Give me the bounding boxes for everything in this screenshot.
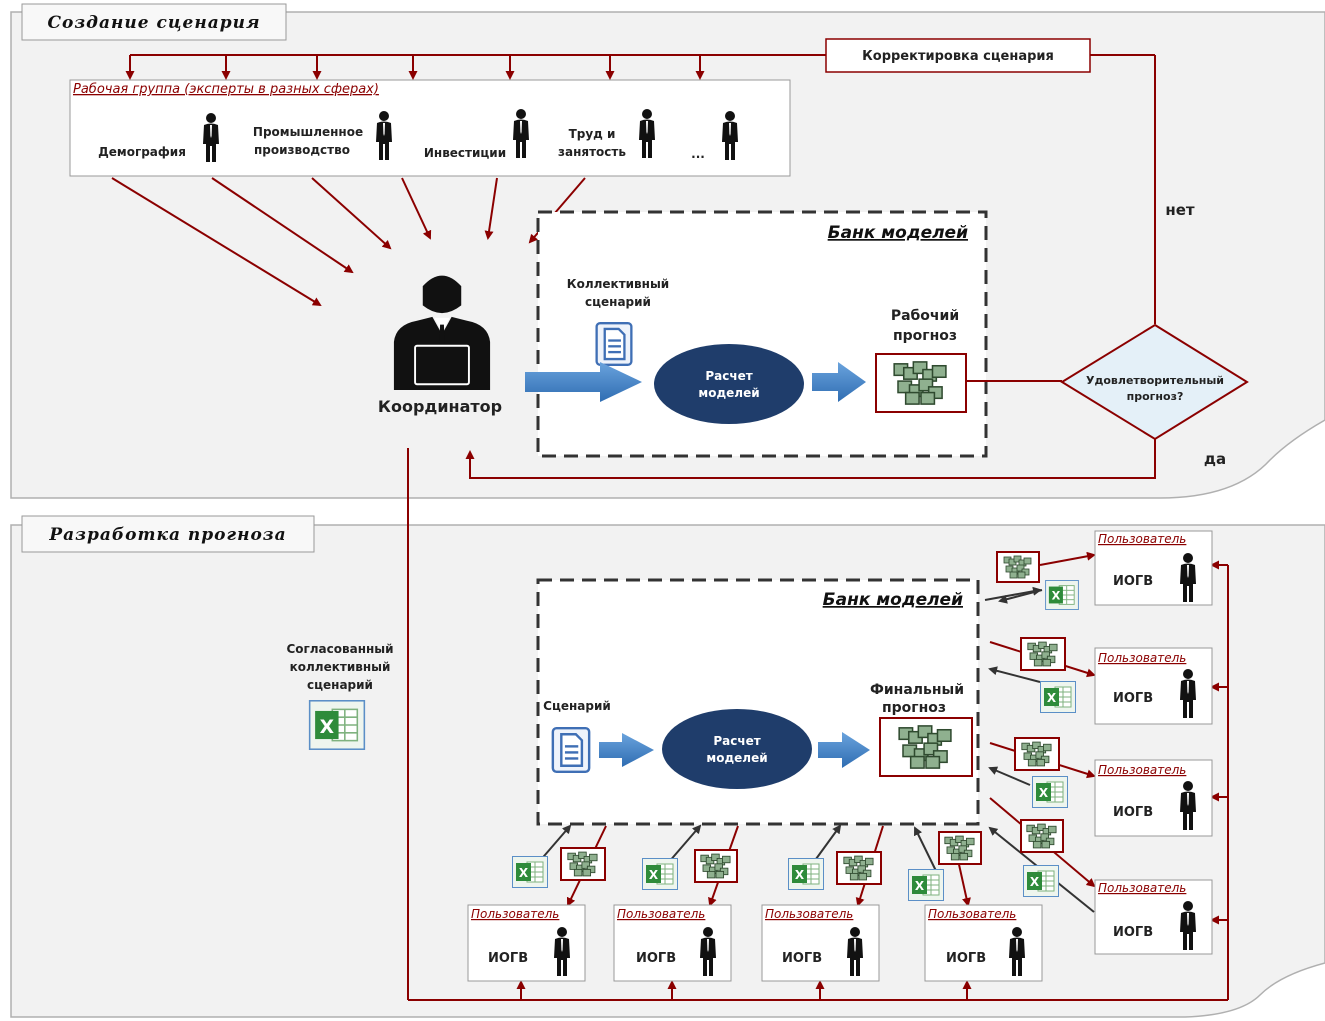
user-box-org: ИОГВ [1113, 925, 1153, 940]
user-box-right-2: Пользователь ИОГВ [1094, 647, 1213, 725]
user-box-title: Пользователь [765, 907, 853, 921]
block-arrow [812, 362, 866, 402]
final-forecast-label: Финальный [870, 682, 964, 698]
user-box-org: ИОГВ [1113, 574, 1153, 589]
excel-icon [641, 858, 679, 890]
forecast-title: Разработка прогноза [48, 525, 286, 545]
scenario-label: Сценарий [543, 699, 611, 713]
coordinator-label: Координатор [378, 397, 502, 416]
expert-label: ... [691, 147, 705, 161]
expert-label: производство [254, 143, 350, 157]
expert-investment: Инвестиции [424, 109, 529, 160]
decision-no-label: нет [1165, 201, 1195, 219]
user-box-bottom-1: Пользователь ИОГВ [467, 904, 586, 982]
expert-labor: Труд и занятость [558, 109, 655, 159]
excel-icon [907, 869, 945, 901]
user-box-org: ИОГВ [946, 951, 986, 966]
collective-scenario-label: Коллективный [567, 277, 669, 291]
user-exchange-right-3 [988, 737, 1096, 808]
excel-icon [1022, 865, 1060, 897]
user-box-org: ИОГВ [1113, 691, 1153, 706]
user-box-bottom-2: Пользователь ИОГВ [613, 904, 732, 982]
user-box-org: ИОГВ [1113, 805, 1153, 820]
excel-icon [1039, 681, 1077, 713]
decision-yes-label: да [1204, 450, 1226, 468]
model-bank-bottom-title: Банк моделей [823, 590, 963, 610]
expert-industry: Промышленное производство [253, 111, 392, 160]
user-exchange-bottom-3 [787, 824, 884, 907]
user-exchange-right-2 [988, 637, 1096, 713]
calc-models-ellipse [654, 344, 804, 424]
expert-to-coordinator-arrows [111, 177, 586, 307]
user-box-title: Пользователь [617, 907, 705, 921]
expert-label: Инвестиции [424, 146, 506, 160]
final-forecast-label: прогноз [882, 700, 946, 716]
document-icon [551, 727, 591, 773]
expert-label: Труд и [569, 127, 616, 141]
user-box-title: Пользователь [1098, 532, 1186, 546]
calc-models-label: моделей [706, 751, 767, 765]
working-forecast-label: прогноз [893, 328, 957, 344]
user-exchange-right-1 [984, 551, 1096, 610]
user-box-org: ИОГВ [636, 951, 676, 966]
user-box-org: ИОГВ [782, 951, 822, 966]
block-arrow [525, 362, 642, 402]
excel-icon [1045, 580, 1079, 610]
correction-label: Корректировка сценария [862, 49, 1054, 64]
agreed-scenario-label: коллективный [290, 660, 391, 674]
user-box-bottom-3: Пользователь ИОГВ [761, 904, 880, 982]
calc-models-label: моделей [698, 386, 759, 400]
user-box-right-1: Пользователь ИОГВ [1094, 530, 1213, 606]
correction-loop [125, 54, 1156, 324]
user-box-title: Пользователь [1098, 881, 1186, 895]
agreed-scenario-label: Согласованный [286, 642, 393, 656]
user-box-title: Пользователь [471, 907, 559, 921]
expert-label: занятость [558, 145, 626, 159]
user-box-title: Пользователь [928, 907, 1016, 921]
creation-title-box [21, 3, 287, 41]
user-exchange-bottom-4 [907, 826, 982, 907]
user-exchange-bottom-1 [511, 824, 607, 907]
user-box-right-4: Пользователь ИОГВ [1094, 879, 1213, 955]
user-exchange-bottom-2 [641, 824, 739, 907]
collective-scenario-label: сценарий [585, 295, 651, 309]
expert-label: Промышленное [253, 125, 363, 139]
decision-label: прогноз? [1127, 390, 1184, 403]
user-box-bottom-4: Пользователь ИОГВ [924, 904, 1043, 982]
agreed-scenario-label: сценарий [307, 678, 373, 692]
user-box-title: Пользователь [1098, 763, 1186, 777]
calc-models-label: Расчет [705, 369, 752, 383]
model-bank-top-title: Банк моделей [828, 223, 968, 243]
working-forecast-label: Рабочий [891, 308, 959, 324]
expert-label: Демография [98, 145, 186, 159]
excel-icon [787, 858, 825, 890]
user-box-right-3: Пользователь ИОГВ [1094, 759, 1213, 837]
calc-models-ellipse [662, 709, 812, 789]
distribution-bus [407, 448, 1229, 1001]
forecast-title-box [21, 515, 315, 553]
expert-demography: Демография [98, 113, 219, 162]
excel-icon [511, 856, 549, 888]
creation-title: Создание сценария [47, 13, 260, 33]
user-box-org: ИОГВ [488, 951, 528, 966]
working-group-title: Рабочая группа (эксперты в разных сферах… [73, 82, 379, 97]
user-box-title: Пользователь [1098, 651, 1186, 665]
calc-models-label: Расчет [713, 734, 760, 748]
expert-more: ... [691, 111, 738, 161]
block-arrow [818, 732, 870, 768]
document-icon [595, 322, 633, 366]
excel-icon [1031, 776, 1069, 808]
working-group-box [69, 79, 791, 177]
decision-label: Удовлетворительный [1086, 374, 1224, 387]
user-exchange-right-4 [988, 797, 1096, 913]
block-arrow [599, 733, 654, 767]
excel-icon [308, 700, 366, 750]
yes-return-arrow [465, 439, 1156, 479]
correction-box [825, 38, 1091, 73]
